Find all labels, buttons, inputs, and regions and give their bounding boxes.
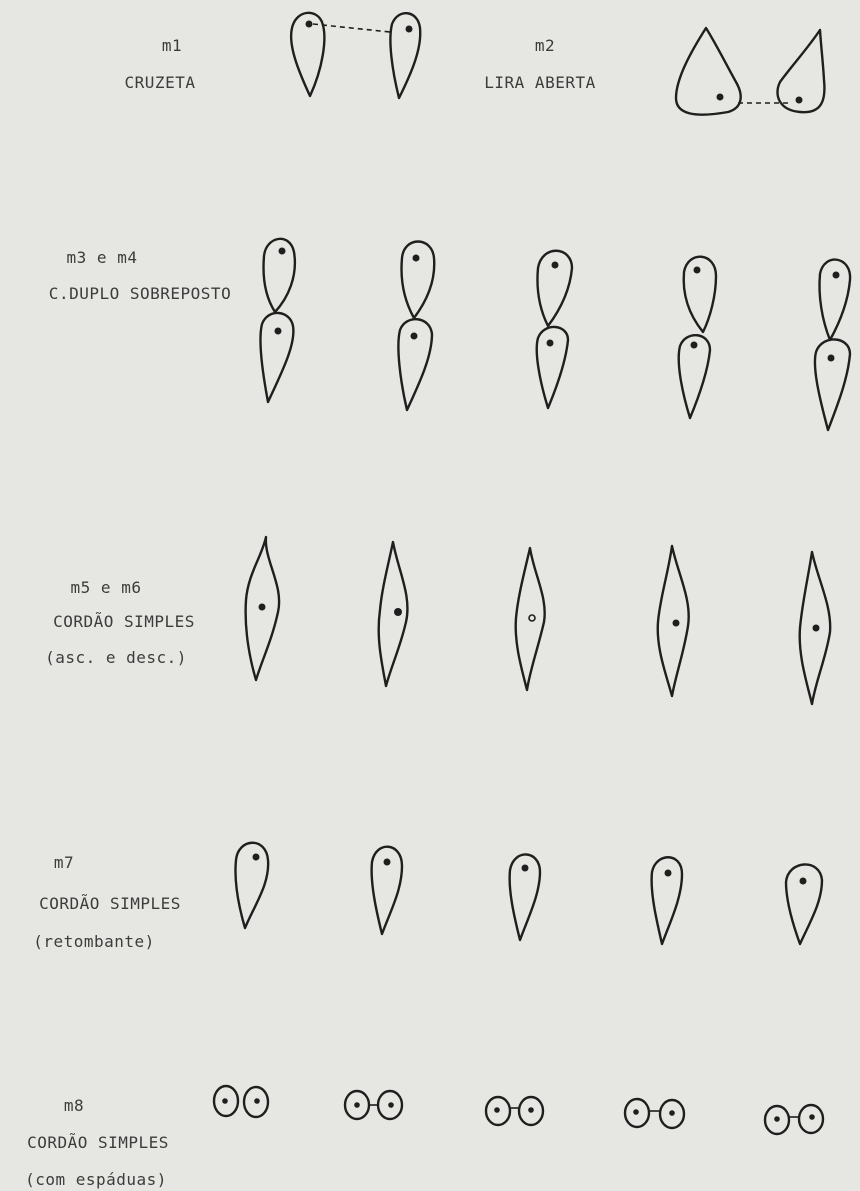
m3m4-pair-4-bottom-dot <box>691 342 698 349</box>
m7-droplet-1-dot <box>253 854 260 861</box>
m7-droplet-4-dot <box>665 870 672 877</box>
m8-pair-5-left-dot <box>774 1116 780 1122</box>
m8-pair-3-left-dot <box>494 1107 500 1113</box>
m5m6-spindle-5-dot <box>813 625 820 632</box>
m8-pair-5 <box>765 1105 823 1134</box>
m3m4-pair-1-bottom <box>260 313 293 402</box>
m3m4-pair-2 <box>398 242 434 411</box>
m2-left-droplet <box>676 28 741 115</box>
figure-m5m6-spindles <box>246 537 831 704</box>
figure-m3m4-duplo <box>260 239 850 430</box>
m5m6-spindle-2-dot <box>394 608 402 616</box>
figure-m8-pairs <box>214 1086 823 1134</box>
m3m4-pair-4 <box>679 257 716 418</box>
figure-m2-lira-aberta <box>676 28 824 115</box>
m8-pair-2-left-dot <box>354 1102 360 1108</box>
m8-pair-4 <box>625 1099 684 1128</box>
m5m6-spindle-4-dot <box>673 620 680 627</box>
m2-left-dot <box>717 94 724 101</box>
m8-pair-4-right-dot <box>669 1110 675 1116</box>
m3m4-pair-3-top-dot <box>552 262 559 269</box>
m5m6-spindle-3-dot <box>529 615 535 621</box>
m8-pair-2-right-dot <box>388 1102 394 1108</box>
m3m4-pair-1-bottom-dot <box>275 328 282 335</box>
m3m4-pair-5-bottom-dot <box>828 355 835 362</box>
m3m4-pair-2-top-dot <box>413 255 420 262</box>
m3m4-pair-2-bottom-dot <box>411 333 418 340</box>
m3m4-pair-5-top-dot <box>833 272 840 279</box>
m7-droplet-3-dot <box>522 865 529 872</box>
m1-left-dot <box>306 21 313 28</box>
m8-pair-3 <box>486 1097 543 1125</box>
m5m6-spindle-1-dot <box>259 604 266 611</box>
m7-droplet-1 <box>235 843 268 928</box>
m8-pair-1-right-dot <box>254 1098 260 1104</box>
m8-pair-3-right-dot <box>528 1107 534 1113</box>
m3m4-pair-1-top-dot <box>279 248 286 255</box>
m7-droplet-5 <box>786 864 822 944</box>
m3m4-pair-5-bottom <box>815 339 850 430</box>
m1-right-droplet <box>390 13 420 98</box>
m8-pair-2 <box>345 1091 402 1119</box>
m3m4-pair-4-top-dot <box>694 267 701 274</box>
m3m4-pair-2-top <box>402 242 435 319</box>
m8-pair-1 <box>214 1086 268 1117</box>
m8-pair-4-left-dot <box>633 1109 639 1115</box>
m8-pair-1-left-dot <box>222 1098 228 1104</box>
m5m6-spindle-2 <box>379 542 408 686</box>
m3m4-pair-3 <box>537 251 572 408</box>
m7-droplet-2-dot <box>384 859 391 866</box>
m1-right-dot <box>406 26 413 33</box>
m3m4-pair-3-bottom-dot <box>547 340 554 347</box>
m5m6-spindle-3 <box>516 548 545 690</box>
m8-pair-5-right-dot <box>809 1114 815 1120</box>
m3m4-pair-3-bottom <box>537 327 568 408</box>
m7-droplet-5-dot <box>800 878 807 885</box>
figure-m7-droplets <box>235 843 822 944</box>
m3m4-pair-5-top <box>819 260 850 340</box>
m3m4-pair-5 <box>815 260 850 430</box>
figure-m1-cruzeta <box>291 13 420 98</box>
m2-right-dot <box>796 97 803 104</box>
m3m4-pair-1 <box>260 239 295 402</box>
